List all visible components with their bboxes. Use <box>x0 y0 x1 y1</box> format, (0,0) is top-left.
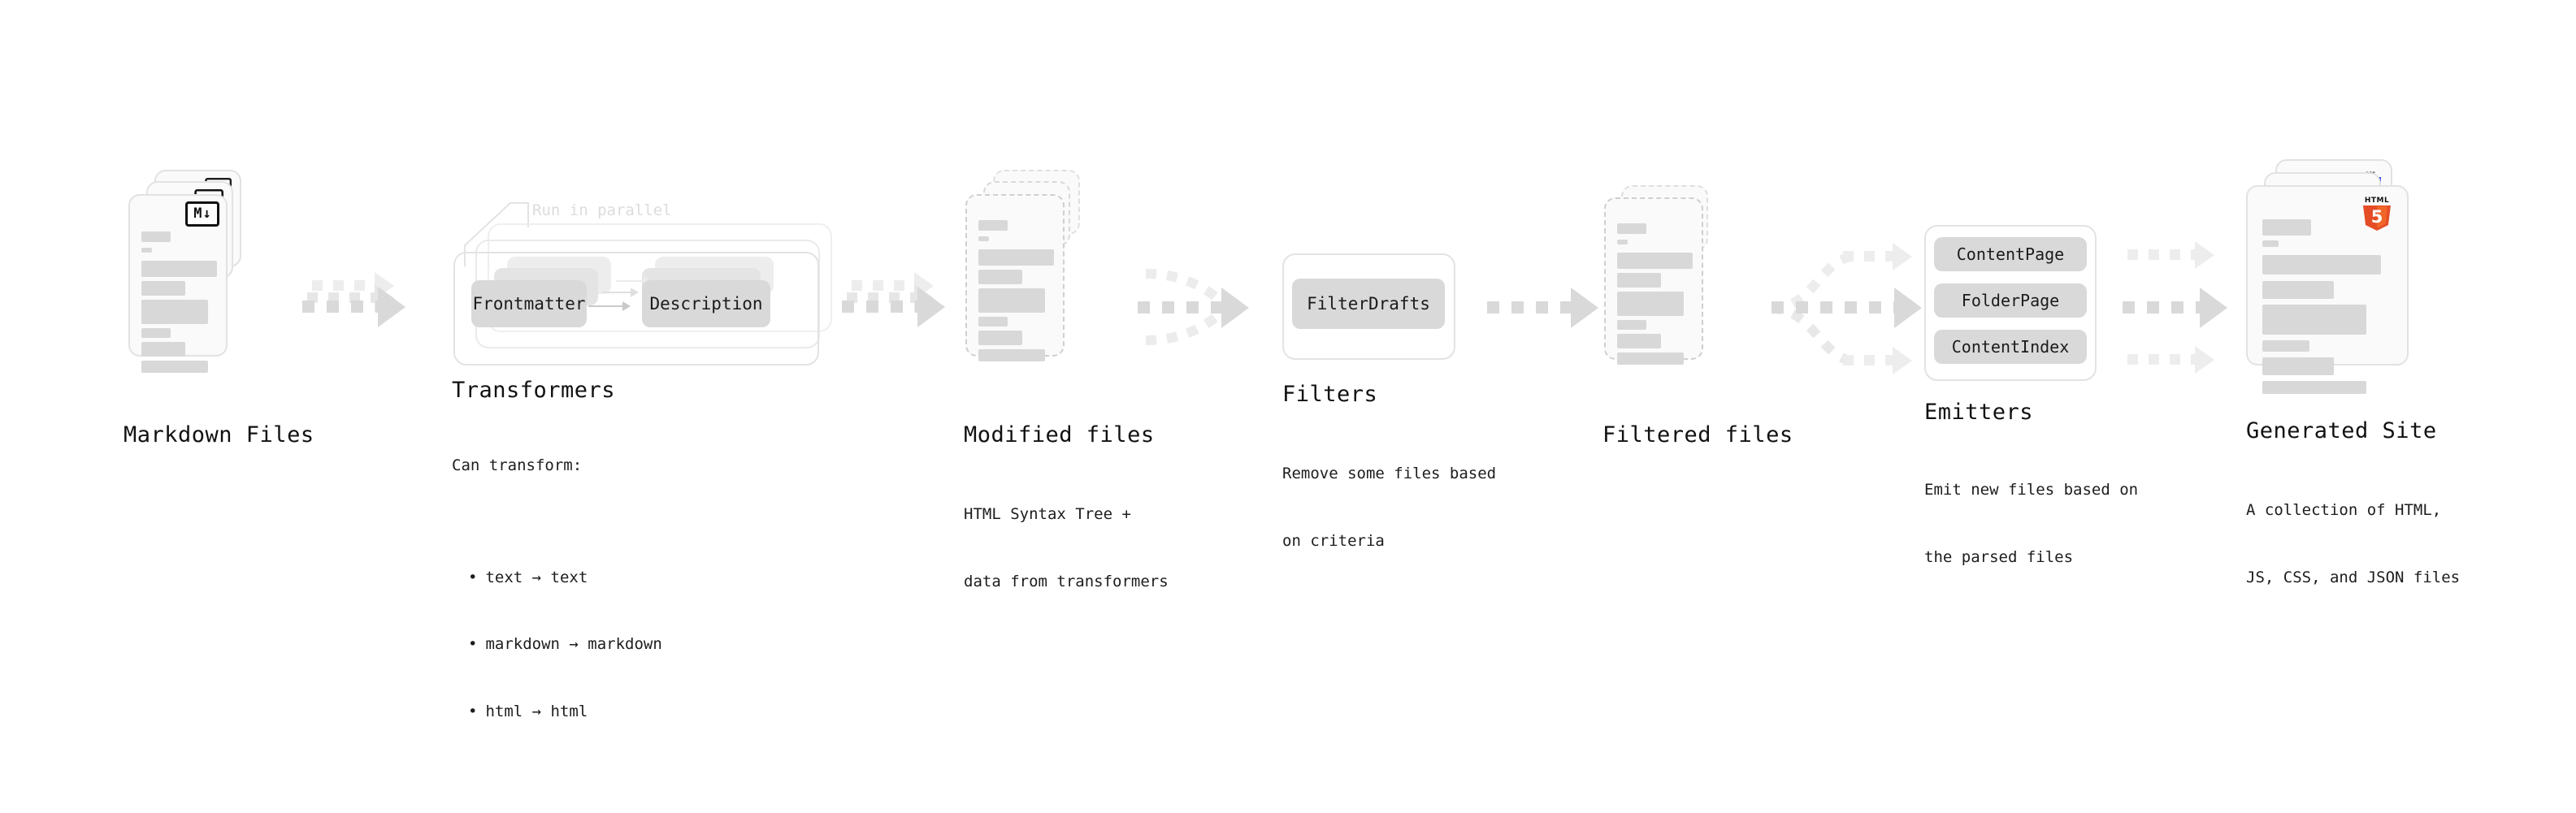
flow-arrow-filters-to-filtered <box>1487 287 1599 328</box>
modified-files-description-line1: HTML Syntax Tree + <box>964 505 1131 524</box>
emitters-pill-contentindex[interactable]: ContentIndex <box>1934 330 2087 364</box>
html5-badge-icon: HTML 5 <box>2361 197 2392 231</box>
skeleton-bar <box>1617 292 1684 316</box>
emitters-description: Emit new files based on the parsed files <box>1924 435 2138 613</box>
transformers-description-heading: Can transform: <box>452 456 583 475</box>
stage-label-generated-site: Generated Site <box>2246 418 2437 443</box>
stage-label-filters: Filters <box>1282 382 1378 407</box>
emitters-pill-folderpage[interactable]: FolderPage <box>1934 283 2087 318</box>
skeleton-bar <box>141 248 152 253</box>
skeleton-bar <box>141 281 185 296</box>
flow-curve-modified-to-filters <box>1145 269 1231 345</box>
skeleton-bar <box>2262 305 2366 335</box>
transformers-bullet-list: text → text markdown → markdown html → h… <box>452 522 662 768</box>
skeleton-bar <box>978 349 1045 361</box>
filtered-card-front <box>1604 197 1703 365</box>
transformer-pill-label: Frontmatter <box>472 294 586 314</box>
filters-pill-filterdrafts[interactable]: FilterDrafts <box>1292 279 1445 329</box>
emitters-description-line2: the parsed files <box>1924 547 2074 566</box>
skeleton-bar <box>1617 273 1661 288</box>
flow-arrow-filtered-to-emitter-mid <box>1772 287 1923 328</box>
html5-badge-label: HTML <box>2364 197 2390 205</box>
run-in-parallel-label: Run in parallel <box>532 201 672 219</box>
emitters-panel <box>1924 225 2097 381</box>
skeleton-bar <box>141 342 185 357</box>
filters-description-line1: Remove some files based <box>1282 465 1497 483</box>
skeleton-bar <box>141 328 171 338</box>
flow-arrow-emitters-to-site-mid <box>2123 287 2228 328</box>
skeleton-bar <box>978 236 989 241</box>
generated-site-description-line2: JS, CSS, and JSON files <box>2246 568 2461 586</box>
transformers-description: Can transform: text → text markdown → ma… <box>452 410 662 813</box>
markdown-card-front: M↓ <box>128 194 228 373</box>
flow-arrow-filtered-to-emitter-top <box>1843 242 1921 270</box>
skeleton-bar <box>2262 281 2334 299</box>
transformer-panel-back-2 <box>488 223 832 332</box>
transformer-pill-description[interactable]: Description <box>642 280 770 327</box>
skeleton-bar <box>2262 340 2309 352</box>
transformer-panel-front <box>453 252 819 365</box>
filters-description-line2: on criteria <box>1282 531 1385 550</box>
stage-label-transformers: Transformers <box>452 378 616 403</box>
transformer-pill-frontmatter[interactable]: Frontmatter <box>471 280 587 327</box>
flow-arrow-modified-to-filters <box>1138 287 1250 328</box>
modified-card-front <box>965 194 1065 361</box>
filters-description: Remove some files based on criteria <box>1282 418 1496 597</box>
html5-shield-inner <box>2377 206 2387 228</box>
modified-files-description-line2: data from transformers <box>964 572 1169 590</box>
skeleton-bar <box>1617 240 1628 244</box>
modified-files-description: HTML Syntax Tree + data from transformer… <box>964 459 1169 638</box>
skeleton-bar <box>1617 223 1646 234</box>
flow-arrow-transform-to-modified <box>842 286 946 327</box>
emitters-pill-contentpage[interactable]: ContentPage <box>1934 237 2087 271</box>
emitters-pill-label: ContentPage <box>1956 244 2065 264</box>
skeleton-bar <box>978 288 1045 313</box>
skeleton-bar <box>1617 320 1646 330</box>
emitters-description-line1: Emit new files based on <box>1924 481 2139 499</box>
generated-site-description-line1: A collection of HTML, <box>2246 501 2442 520</box>
flow-curve-filtered-to-emitters <box>1771 252 1853 365</box>
flow-arrow-emitters-to-site-top <box>2127 240 2223 269</box>
skeleton-bar <box>141 231 171 242</box>
skeleton-bar <box>2262 255 2381 275</box>
stage-label-filtered-files: Filtered files <box>1602 422 1793 448</box>
skeleton-bar <box>141 261 217 277</box>
filters-pill-label: FilterDrafts <box>1307 294 1430 314</box>
skeleton-bar <box>2262 219 2311 236</box>
skeleton-bar <box>2262 381 2366 394</box>
flow-arrow-filtered-to-emitter-bottom <box>1843 346 1921 374</box>
emitters-pill-label: ContentIndex <box>1951 337 2070 357</box>
skeleton-bar <box>978 220 1008 231</box>
transformer-connector <box>588 301 631 311</box>
flow-arrow-emitters-to-site-bottom <box>2127 345 2223 374</box>
emitters-pill-label: FolderPage <box>1961 291 2060 310</box>
stage-label-markdown-files: Markdown Files <box>124 422 314 448</box>
stage-label-modified-files: Modified files <box>964 422 1155 448</box>
transformer-connector-ghost-1 <box>603 288 639 297</box>
skeleton-bar <box>1617 352 1684 365</box>
markdown-badge-letter: M <box>193 205 202 222</box>
flow-arrow-md-to-transform <box>302 286 406 327</box>
filters-panel <box>1282 253 1455 360</box>
skeleton-bar <box>2262 240 2279 247</box>
skeleton-bar <box>978 249 1054 266</box>
stage-label-emitters: Emitters <box>1924 400 2034 425</box>
transformers-bullet: text → text <box>468 567 662 590</box>
pipeline-diagram: M↓ M↓ M↓ Markdown Files <box>0 0 2576 681</box>
skeleton-bar <box>1617 253 1693 269</box>
markdown-badge-icon: M↓ <box>185 201 219 227</box>
skeleton-bar <box>978 270 1022 284</box>
generated-site-description: A collection of HTML, JS, CSS, and JSON … <box>2246 455 2460 634</box>
transformers-bullet: html → html <box>468 701 662 724</box>
skeleton-bar <box>141 361 208 373</box>
html5-badge-number: 5 <box>2370 207 2383 227</box>
skeleton-bar <box>2262 357 2334 375</box>
skeleton-bar <box>978 317 1008 326</box>
skeleton-bar <box>1617 334 1661 348</box>
skeleton-bar <box>978 331 1022 345</box>
transformer-pill-label: Description <box>649 294 763 314</box>
site-card-front: HTML 5 <box>2246 185 2409 394</box>
skeleton-bar <box>141 300 208 324</box>
transformers-bullet: markdown → markdown <box>468 634 661 656</box>
